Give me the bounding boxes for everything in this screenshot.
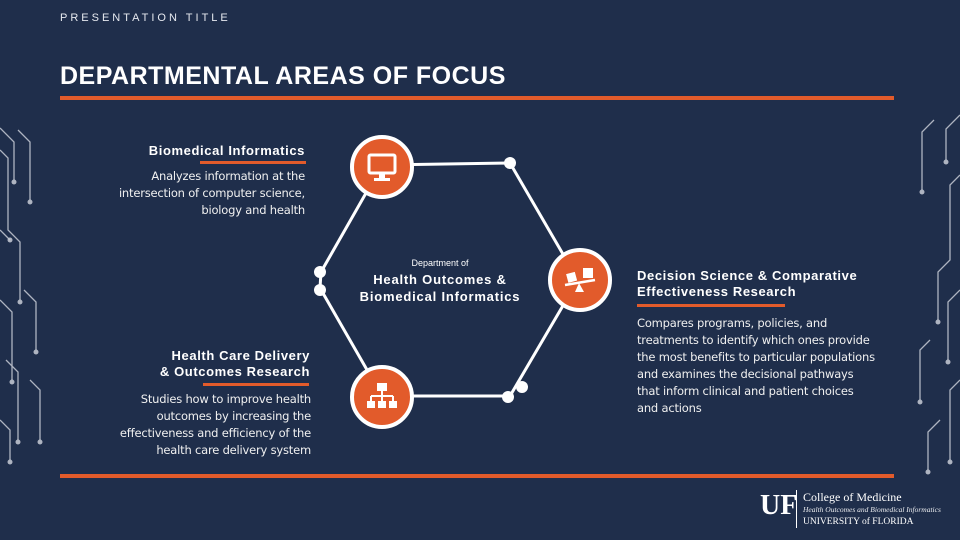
title-divider: [60, 96, 894, 100]
area-badge-biomedical-informatics: [350, 135, 414, 199]
area-title-biomedical-informatics: Biomedical Informatics: [148, 143, 305, 158]
logo-department: Health Outcomes and Biomedical Informati…: [803, 505, 941, 514]
area-underline: [200, 161, 306, 164]
area-underline: [203, 383, 309, 386]
area-title-health-care-delivery: Health Care Delivery & Outcomes Research: [159, 348, 310, 379]
footer-divider: [60, 474, 894, 478]
area-desc-biomedical-informatics: Analyzes information at the intersection…: [118, 169, 305, 217]
balance-scale-icon: [564, 268, 596, 292]
area-desc-decision-science: Compares programs, policies, and treatme…: [637, 316, 875, 415]
center-title: Health Outcomes & Biomedical Informatics: [359, 272, 521, 304]
logo-divider: [796, 490, 797, 528]
area-badge-health-care-delivery: [350, 365, 414, 429]
area-badge-decision-science: [548, 248, 612, 312]
presentation-title: PRESENTATION TITLE: [60, 12, 231, 24]
area-underline: [637, 304, 785, 307]
center-subtitle: Department of: [411, 258, 469, 268]
hierarchy-icon: [367, 383, 397, 408]
uf-logo: UF: [760, 490, 798, 521]
monitor-icon: [367, 153, 397, 181]
area-title-decision-science: Decision Science & Comparative Effective…: [637, 268, 858, 299]
area-desc-health-care-delivery: Studies how to improve health outcomes b…: [119, 392, 311, 457]
page-title: DEPARTMENTAL AREAS OF FOCUS: [60, 62, 506, 90]
logo-college: College of Medicine: [803, 490, 902, 504]
logo-university: UNIVERSITY of FLORIDA: [803, 517, 914, 527]
